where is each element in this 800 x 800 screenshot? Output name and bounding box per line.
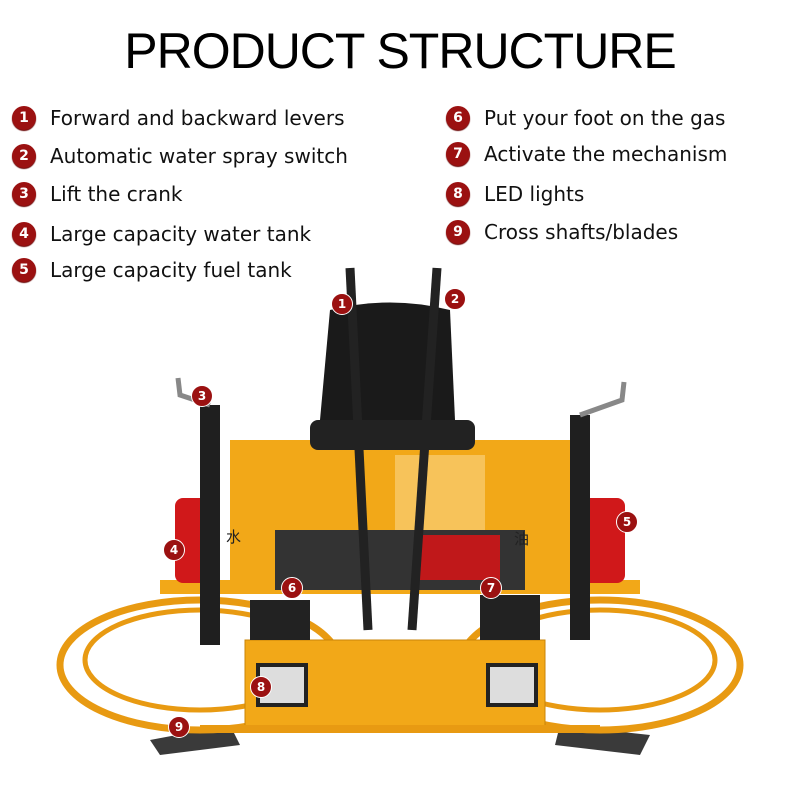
legend-item-8: 8 LED lights — [446, 182, 584, 206]
marker-5: 5 — [616, 511, 638, 533]
number-badge: 8 — [446, 182, 470, 206]
legend-label: LED lights — [484, 182, 585, 206]
legend-label: Activate the mechanism — [484, 142, 728, 166]
legend-label: Automatic water spray switch — [50, 144, 348, 168]
number-badge: 7 — [446, 142, 470, 166]
fuel-label: 油 — [514, 530, 530, 548]
number-badge: 6 — [446, 106, 470, 130]
legend-item-1: 1 Forward and backward levers — [12, 106, 344, 130]
number-badge: 4 — [12, 222, 36, 246]
legend-label: Forward and backward levers — [50, 106, 345, 130]
legend-item-5: 5 Large capacity fuel tank — [12, 258, 292, 282]
legend-item-9: 9 Cross shafts/blades — [446, 220, 678, 244]
marker-1: 1 — [331, 293, 353, 315]
legend-item-3: 3 Lift the crank — [12, 182, 183, 206]
page-title: PRODUCT STRUCTURE — [124, 23, 677, 79]
crank-left — [200, 405, 220, 645]
marker-7: 7 — [480, 577, 502, 599]
crank-right — [570, 415, 590, 640]
legend-label: Large capacity fuel tank — [50, 258, 292, 282]
legend-label: Cross shafts/blades — [484, 220, 679, 244]
lever-right — [407, 267, 442, 631]
number-badge: 3 — [12, 182, 36, 206]
legend-label: Lift the crank — [50, 182, 183, 206]
led-light-right — [486, 663, 538, 707]
water-label: 水 — [226, 528, 242, 546]
marker-3: 3 — [191, 385, 213, 407]
legend-item-7: 7 Activate the mechanism — [446, 142, 727, 166]
fuel-tank — [580, 498, 625, 583]
legend-label: Put your foot on the gas — [484, 106, 726, 130]
number-badge: 1 — [12, 106, 36, 130]
marker-4: 4 — [163, 539, 185, 561]
marker-9: 9 — [168, 716, 190, 738]
marker-2: 2 — [444, 288, 466, 310]
legend-label: Large capacity water tank — [50, 222, 312, 246]
lever-left — [345, 267, 373, 631]
number-badge: 2 — [12, 144, 36, 168]
marker-6: 6 — [281, 577, 303, 599]
number-badge: 9 — [446, 220, 470, 244]
legend-item-4: 4 Large capacity water tank — [12, 222, 311, 246]
legend-item-2: 2 Automatic water spray switch — [12, 144, 348, 168]
number-badge: 5 — [12, 258, 36, 282]
legend-item-6: 6 Put your foot on the gas — [446, 106, 725, 130]
marker-8: 8 — [250, 676, 272, 698]
